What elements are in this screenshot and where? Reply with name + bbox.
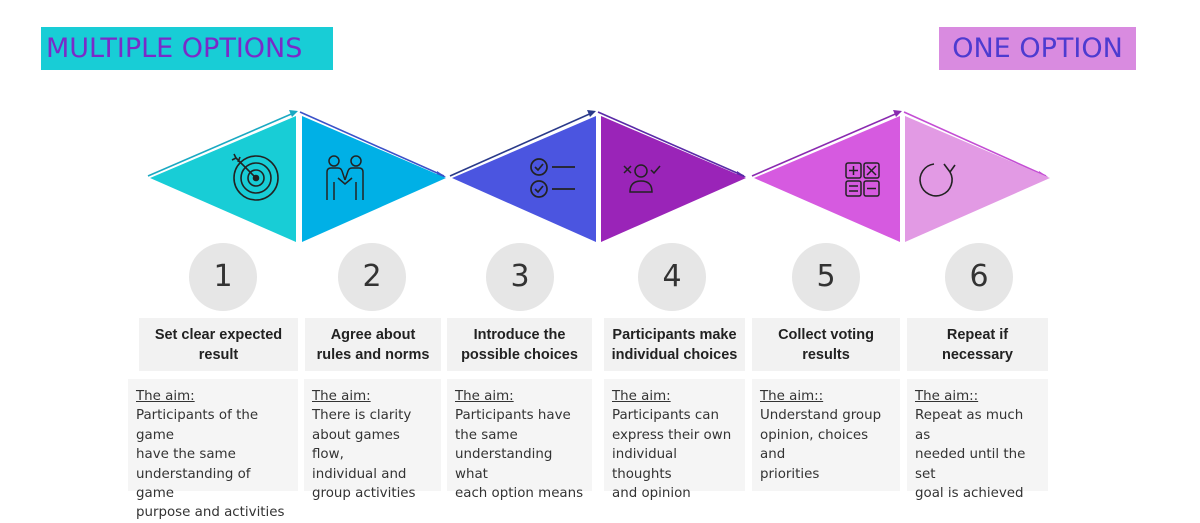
step-2-triangle xyxy=(302,116,446,242)
step-2-title-line-2: rules and norms xyxy=(316,346,430,363)
step-4-title: Participants make individual choices xyxy=(604,318,745,371)
step-5-aim-label: The aim:: xyxy=(760,389,824,404)
step-5-triangle xyxy=(754,116,900,242)
step-6-number: 6 xyxy=(945,243,1013,311)
step-6-title-line-2: necessary xyxy=(942,346,1013,363)
zigzag-arrow-line xyxy=(147,111,1047,177)
step-4-body-line: and opinion xyxy=(612,486,691,502)
step-6-body-line: needed until the set xyxy=(915,447,1026,482)
person-choice-icon xyxy=(623,164,661,193)
step-3-aim-label: The aim: xyxy=(455,389,514,404)
checklist-icon xyxy=(530,158,575,198)
repeat-icon xyxy=(919,163,956,197)
step-4-body-line: individual thoughts xyxy=(612,447,677,482)
step-6-title-line-1: Repeat if xyxy=(946,326,1009,343)
step-4-body-line: Participants can xyxy=(612,408,719,424)
step-6-description: The aim:: Repeat as much as needed until… xyxy=(907,379,1048,501)
step-1-title-line-1: Set clear expected xyxy=(154,326,283,343)
step-5-title-line-2: results xyxy=(802,346,850,363)
step-4-body-line: express their own xyxy=(612,427,732,443)
step-3-number: 3 xyxy=(486,243,554,311)
step-1-body-line: have the same xyxy=(136,447,236,463)
step-2-body-line: group activities xyxy=(312,486,416,502)
step-3-title-line-2: possible choices xyxy=(461,346,578,363)
multiple-options-label: MULTIPLE OPTIONS xyxy=(41,27,333,70)
step-1-body-line: purpose and activities xyxy=(136,505,285,521)
step-5-description: The aim:: Understand group opinion, choi… xyxy=(752,379,900,491)
step-3-body-line: Participants have xyxy=(455,408,571,424)
step-1-title: Set clear expected result xyxy=(139,318,298,371)
step-3-title: Introduce the possible choices xyxy=(447,318,592,371)
step-4-aim-label: The aim: xyxy=(612,389,671,404)
step-3-body-line: each option means xyxy=(455,486,584,502)
step-1-description: The aim: Participants of the game have t… xyxy=(128,379,298,520)
step-6-aim-label: The aim:: xyxy=(915,389,979,404)
step-5-body-line: opinion, choices and xyxy=(760,427,869,463)
target-icon xyxy=(231,153,279,201)
step-5-body-line: Understand group xyxy=(760,408,882,424)
step-2-title-line-1: Agree about xyxy=(330,326,416,343)
calculator-icon xyxy=(845,162,880,197)
step-2-body-line: individual and xyxy=(312,466,407,482)
step-6-body-line: Repeat as much as xyxy=(915,408,1024,443)
step-4-number: 4 xyxy=(638,243,706,311)
step-4-title-line-2: individual choices xyxy=(611,346,738,363)
step-6-title: Repeat if necessary xyxy=(907,318,1048,371)
step-3-body-line: understanding what xyxy=(455,447,553,482)
step-6-body-line: goal is achieved xyxy=(915,486,1024,502)
step-4-triangle xyxy=(601,116,746,242)
step-5-title: Collect voting results xyxy=(752,318,900,371)
step-3-triangle xyxy=(452,116,596,242)
step-2-aim-label: The aim: xyxy=(312,389,371,404)
step-2-body-line: There is clarity xyxy=(312,408,412,424)
step-2-description: The aim: There is clarity about games fl… xyxy=(304,379,441,501)
step-1-number: 1 xyxy=(189,243,257,311)
step-2-number: 2 xyxy=(338,243,406,311)
step-5-number: 5 xyxy=(792,243,860,311)
step-4-title-line-1: Participants make xyxy=(612,326,737,343)
step-2-title: Agree about rules and norms xyxy=(305,318,441,371)
handshake-icon xyxy=(326,155,364,200)
process-arrows xyxy=(147,110,1050,242)
step-6-triangle xyxy=(905,116,1050,242)
one-option-label: ONE OPTION xyxy=(939,27,1136,70)
step-5-body-line: priorities xyxy=(760,466,820,482)
step-1-title-line-2: result xyxy=(198,346,239,363)
step-3-description: The aim: Participants have the same unde… xyxy=(447,379,592,501)
step-1-body-line: Participants of the game xyxy=(136,408,259,443)
step-2-body-line: about games flow, xyxy=(312,427,400,463)
step-1-triangle xyxy=(150,116,296,242)
step-1-aim-label: The aim: xyxy=(136,389,195,404)
step-3-body-line: the same xyxy=(455,427,518,443)
step-1-body-line: understanding of game xyxy=(136,466,251,502)
step-3-title-line-1: Introduce the xyxy=(473,326,566,343)
step-5-title-line-1: Collect voting xyxy=(778,326,874,343)
step-4-description: The aim: Participants can express their … xyxy=(604,379,745,501)
